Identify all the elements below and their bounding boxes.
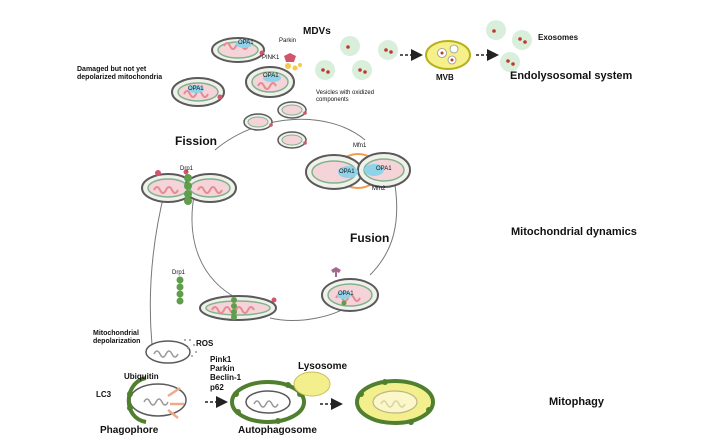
small-mitochondrion-3 [277, 131, 307, 149]
damaged-mitochondrion-3 [245, 66, 295, 98]
fission-mitochondrion [141, 169, 237, 205]
label-mitochondrial-depolarization: Mitochondrial depolarization [93, 330, 141, 345]
label-opa1-damaged-1: OPA1 [238, 40, 254, 46]
label-exosomes: Exosomes [538, 33, 579, 42]
mvb-icon [425, 40, 471, 70]
label-opa1-damaged-2: OPA1 [188, 86, 204, 92]
label-vesicles-oxidized: Vesicles with oxidized components [316, 90, 375, 103]
damaged-mitochondrion-2 [171, 77, 225, 107]
parkin-pink1-complex-icon [284, 53, 302, 71]
label-mitochondrial-dynamics: Mitochondrial dynamics [511, 226, 637, 238]
label-drp1-top: Drp1 [180, 166, 194, 172]
label-lysosome: Lysosome [298, 361, 348, 372]
label-ubiquitin: Ubiquitin [124, 372, 159, 381]
label-mitophagy-factors: Pink1 Parkin Beclin-1 p62 [210, 355, 242, 392]
dynamics-cycle-arc-right [369, 184, 398, 276]
parkin-receptor-icon [331, 267, 341, 277]
lysosome-icon [293, 371, 331, 397]
label-mdvs: MDVs [303, 26, 331, 37]
label-fission: Fission [175, 134, 218, 148]
label-opa1-bottom: OPA1 [338, 291, 354, 297]
label-endolysosomal-system: Endolysosomal system [510, 70, 633, 82]
label-mfn2: Mfn2 [372, 186, 386, 192]
label-parkin-top: Parkin [279, 38, 297, 44]
small-mitochondrion-1 [243, 113, 273, 131]
label-mfn1: Mfn1 [353, 143, 367, 149]
label-mvb: MVB [436, 73, 454, 82]
label-opa1-fusion-2: OPA1 [376, 166, 392, 172]
bottom-right-mitochondrion [321, 278, 379, 312]
label-fusion: Fusion [350, 231, 390, 245]
label-pink1-top: PINK1 [262, 55, 280, 61]
exosome-vesicles [486, 20, 532, 72]
autolysosome-icon [355, 379, 435, 425]
small-mitochondrion-2 [277, 101, 307, 119]
ros-dots [184, 339, 197, 357]
drp1-free-icon [176, 276, 184, 305]
label-lc3: LC3 [96, 390, 112, 399]
mdv-vesicles [315, 36, 398, 80]
label-opa1-fusion-1: OPA1 [339, 169, 355, 175]
label-damaged-not-depolarized: Damaged but not yet depolarized mitochon… [77, 66, 163, 81]
depolarized-mitochondrion [145, 340, 191, 364]
damaged-mitochondrion-1 [211, 37, 265, 63]
label-autophagosome: Autophagosome [238, 425, 317, 436]
label-mitophagy: Mitophagy [549, 396, 604, 408]
dynamics-cycle-arc-top [214, 118, 366, 151]
fusion-mitochondria [305, 152, 411, 190]
phagophore-icon [126, 376, 187, 424]
label-drp1-bottom: Drp1 [172, 270, 186, 276]
autophagosome-icon [230, 380, 306, 424]
long-mitochondrion-bottom [199, 295, 277, 321]
dynamics-cycle-arc-left [191, 189, 241, 301]
label-phagophore: Phagophore [100, 425, 159, 436]
label-opa1-damaged-3: OPA1 [263, 73, 279, 79]
label-ros: ROS [196, 339, 214, 348]
fission-to-depolarization-line [149, 189, 166, 346]
